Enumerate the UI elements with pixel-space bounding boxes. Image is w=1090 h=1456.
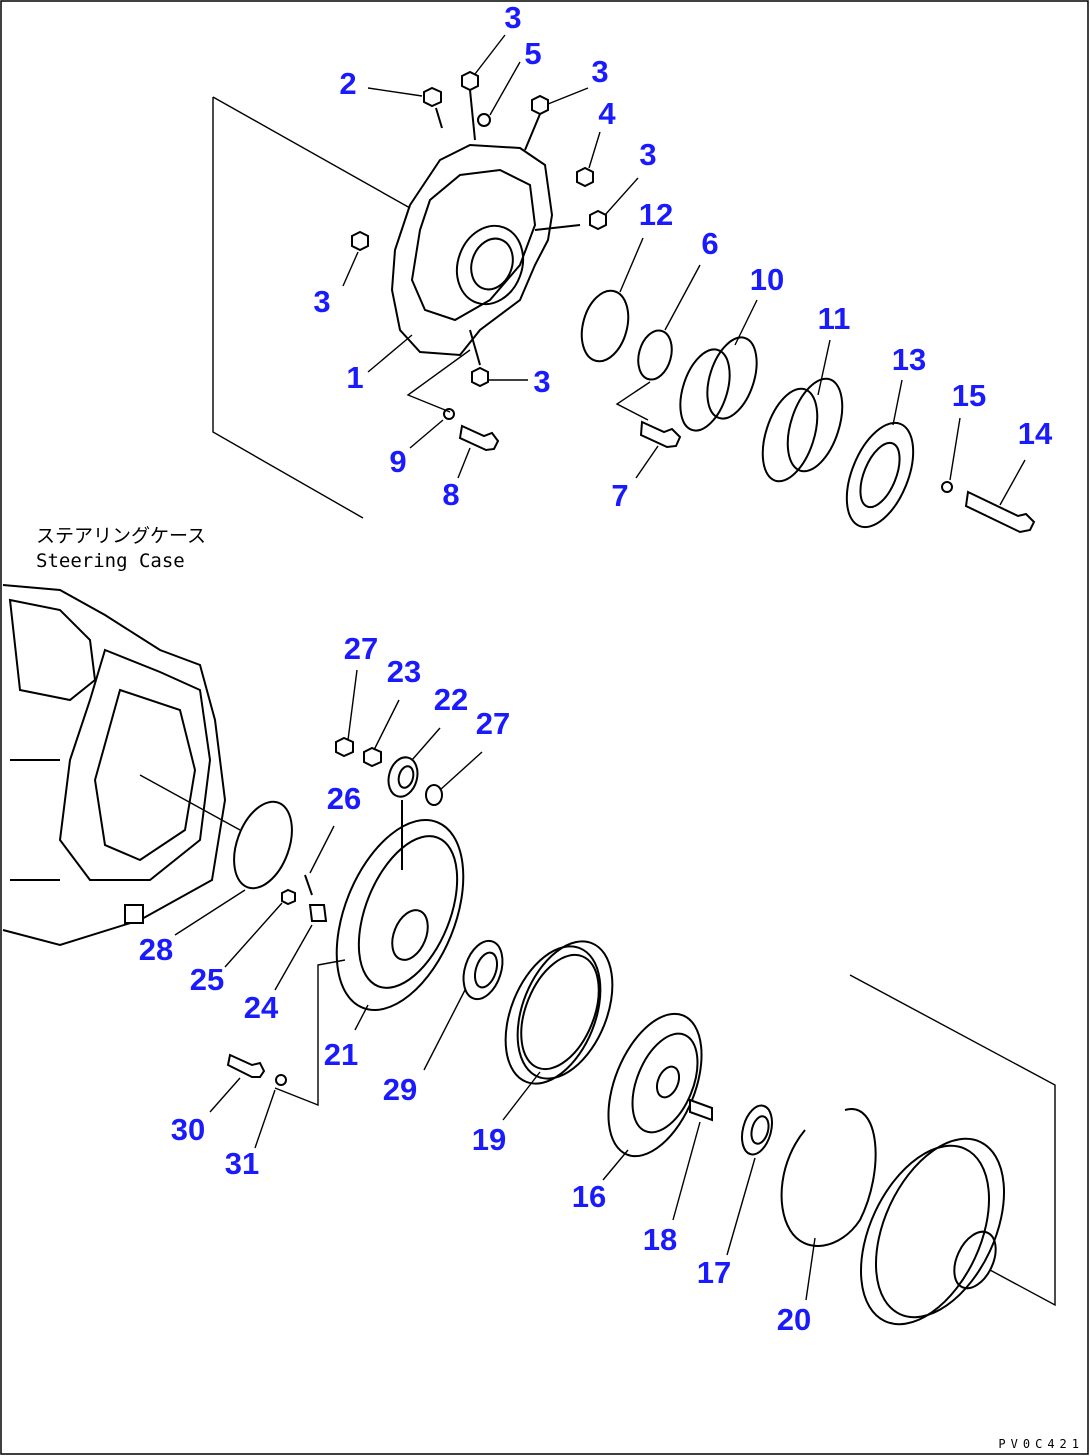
part-12-o-ring <box>580 289 630 363</box>
part-7-bolt <box>615 381 682 449</box>
part-29-seal <box>462 939 504 1001</box>
callout-29: 29 <box>383 1072 417 1107</box>
part-26-pin <box>304 874 313 896</box>
callout-4: 4 <box>598 96 616 131</box>
caption-japanese: ステアリングケース <box>36 525 206 547</box>
callout-7: 7 <box>611 478 628 513</box>
steering-case-housing <box>2 584 227 947</box>
callout-27: 27 <box>344 631 378 666</box>
part-9-washer <box>443 408 455 420</box>
part-8-bolt <box>458 424 500 452</box>
upper-assembly-plane <box>212 96 411 519</box>
part-19-ring-gear <box>504 940 614 1085</box>
callout-3: 3 <box>591 54 608 89</box>
part-6-shim <box>637 329 673 381</box>
callout-15: 15 <box>952 378 986 413</box>
drum-assembly <box>849 974 1056 1326</box>
callout-25: 25 <box>190 962 224 997</box>
callout-20: 20 <box>777 1302 811 1337</box>
part-13-plate <box>845 421 915 529</box>
part-2-bolt <box>423 86 443 129</box>
part-27-nut-right <box>425 784 443 806</box>
callout-24: 24 <box>244 990 279 1025</box>
part-30-bolt <box>226 1053 266 1078</box>
callout-8: 8 <box>442 477 459 512</box>
callout-numbers: 3 5 2 3 4 3 12 6 10 11 3 13 15 14 1 3 9 … <box>139 0 1053 1337</box>
drawing-code: PV0C421 <box>998 1437 1084 1451</box>
callout-30: 30 <box>171 1112 205 1147</box>
part-28-o-ring <box>233 800 293 890</box>
callout-5: 5 <box>524 36 541 71</box>
callout-22: 22 <box>434 682 468 717</box>
part-4-plug <box>576 166 594 188</box>
callout-3: 3 <box>504 0 521 35</box>
callout-3: 3 <box>639 137 656 172</box>
part-21-carrier <box>335 800 465 1011</box>
caption-english: Steering Case <box>36 550 185 572</box>
part-5-plug <box>477 113 491 127</box>
part-14-bolt <box>964 490 1036 534</box>
callout-3: 3 <box>313 284 330 319</box>
part-25-plug <box>281 888 296 906</box>
leader-lines <box>174 34 1026 1301</box>
part-17-bearing <box>741 1104 773 1156</box>
callout-12: 12 <box>639 197 673 232</box>
bolts-3-cover <box>351 70 607 388</box>
part-15-washer <box>941 481 953 493</box>
callout-19: 19 <box>472 1122 506 1157</box>
part-27-nut <box>335 736 354 758</box>
part-20-snap-ring <box>780 1108 877 1247</box>
part-31-washer <box>275 1074 287 1086</box>
callout-3: 3 <box>533 364 550 399</box>
part-18-pin <box>689 1098 713 1122</box>
callout-2: 2 <box>339 66 356 101</box>
callout-16: 16 <box>572 1179 606 1214</box>
callout-31: 31 <box>225 1146 259 1181</box>
part-10-ring <box>679 336 758 432</box>
callout-27: 27 <box>476 706 510 741</box>
callout-26: 26 <box>327 781 361 816</box>
callout-28: 28 <box>139 932 173 967</box>
callout-14: 14 <box>1018 416 1053 451</box>
callout-1: 1 <box>346 360 363 395</box>
part-11-ring <box>761 377 844 483</box>
part-23-nut <box>363 746 382 768</box>
callout-21: 21 <box>324 1037 358 1072</box>
callout-9: 9 <box>389 444 406 479</box>
part-24-dowel <box>308 904 328 922</box>
callout-18: 18 <box>643 1222 677 1257</box>
callout-13: 13 <box>892 342 926 377</box>
callout-23: 23 <box>387 654 421 689</box>
callout-11: 11 <box>818 301 851 336</box>
part-22-bearing <box>387 756 419 798</box>
callout-17: 17 <box>697 1255 731 1290</box>
callout-6: 6 <box>701 226 718 261</box>
part-1-cover-housing <box>390 143 581 366</box>
part-16-hub <box>607 1012 703 1158</box>
callout-10: 10 <box>750 262 784 297</box>
